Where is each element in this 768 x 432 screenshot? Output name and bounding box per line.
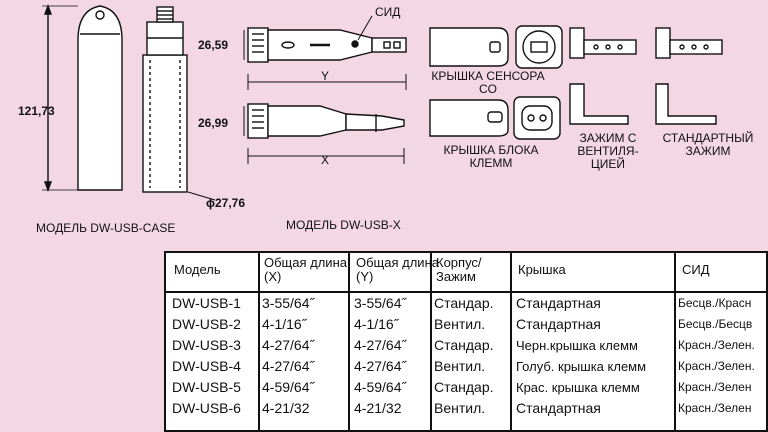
- width-label-top: 26,59: [198, 38, 229, 52]
- cell-cap: Крас. крышка клемм: [516, 380, 640, 395]
- cell-length-x: 4-27/64˝: [262, 358, 315, 374]
- terminal-cap-label: КРЫШКА БЛОКА КЛЕММ: [443, 143, 539, 170]
- cell-model: DW-USB-3: [172, 337, 241, 353]
- dimension-x-label: X: [321, 153, 330, 167]
- col-divider: [348, 253, 350, 430]
- table-row: DW-USB-4 4-27/64˝ 4-27/64˝ Вентил. Голуб…: [166, 357, 768, 376]
- height-label: 121,73: [18, 104, 55, 118]
- terminal-cap-drawing: [429, 96, 561, 140]
- cell-cap: Стандартная: [516, 316, 601, 332]
- cell-led: Красн./Зелен.: [678, 338, 755, 352]
- cell-length-y: 4-27/64˝: [354, 358, 407, 374]
- cell-length-y: 4-21/32: [354, 400, 402, 416]
- height-dimension: [42, 4, 78, 192]
- cell-body: Вентил.: [434, 358, 486, 374]
- cell-model: DW-USB-1: [172, 295, 241, 311]
- cell-body: Вентил.: [434, 316, 486, 332]
- spec-table: Модель Общая длина (X) Общая длина (Y) К…: [164, 251, 768, 432]
- cell-model: DW-USB-2: [172, 316, 241, 332]
- cell-led: Красн./Зелен.: [678, 359, 755, 373]
- cell-model: DW-USB-5: [172, 379, 241, 395]
- col-divider: [430, 253, 432, 430]
- cell-length-y: 3-55/64˝: [354, 295, 407, 311]
- table-row: DW-USB-3 4-27/64˝ 4-27/64˝ Стандар. Черн…: [166, 336, 768, 355]
- sensor-cap-drawing: [429, 25, 563, 69]
- cell-model: DW-USB-6: [172, 400, 241, 416]
- case-side-view: [142, 6, 188, 193]
- logger-top-view: [247, 15, 407, 63]
- valve-clamp-label: ЗАЖИМ С ВЕНТИЛЯ-ЦИЕЙ: [577, 131, 639, 171]
- col-divider: [258, 253, 260, 430]
- cell-length-x: 4-1/16˝: [262, 316, 307, 332]
- table-row: DW-USB-5 4-59/64˝ 4-59/64˝ Стандар. Крас…: [166, 378, 768, 397]
- table-row: DW-USB-1 3-55/64˝ 3-55/64˝ Стандар. Стан…: [166, 294, 768, 313]
- cell-cap: Стандартная: [516, 295, 601, 311]
- standard-clamp-label: СТАНДАРТНЫЙ ЗАЖИМ: [662, 131, 754, 158]
- header-length-y: Общая длина (Y): [356, 255, 439, 284]
- technical-drawing: [42, 4, 723, 201]
- standard-clamp-drawing: [655, 27, 723, 125]
- header-cap: Крышка: [518, 262, 566, 277]
- cell-length-x: 4-21/32: [262, 400, 310, 416]
- cell-cap: Стандартная: [516, 400, 601, 416]
- valve-clamp-drawing: [569, 27, 637, 125]
- case-front-view: [77, 5, 123, 191]
- diameter-label: ϕ27,76: [206, 196, 246, 210]
- table-row: DW-USB-6 4-21/32 4-21/32 Вентил. Стандар…: [166, 399, 768, 418]
- header-divider: [166, 291, 766, 293]
- cell-body: Стандар.: [434, 337, 494, 353]
- cell-length-x: 4-59/64˝: [262, 379, 315, 395]
- cell-led: Красн./Зелен: [678, 380, 752, 394]
- cell-length-y: 4-59/64˝: [354, 379, 407, 395]
- model-x-caption: МОДЕЛЬ DW-USB-X: [286, 218, 401, 232]
- table-row: DW-USB-2 4-1/16˝ 4-1/16˝ Вентил. Стандар…: [166, 315, 768, 334]
- cell-led: Красн./Зелен: [678, 401, 752, 415]
- width-label-bottom: 26,99: [198, 116, 229, 130]
- header-led: СИД: [682, 262, 710, 277]
- cell-led: Бесцв./Красн: [678, 296, 752, 310]
- cell-cap: Голуб. крышка клемм: [516, 359, 647, 374]
- dimension-y-label: Y: [321, 69, 330, 83]
- logger-bottom-view: [247, 103, 405, 139]
- cell-body: Стандар.: [434, 295, 494, 311]
- header-length-x: Общая длина (X): [264, 255, 347, 284]
- header-body-clamp: Корпус/ Зажим: [436, 255, 482, 284]
- cell-cap: Черн.крышка клемм: [516, 338, 638, 353]
- cell-length-x: 4-27/64˝: [262, 337, 315, 353]
- sensor-cap-label: КРЫШКА СЕНСОРА CO: [431, 69, 545, 96]
- cell-length-y: 4-1/16˝: [354, 316, 399, 332]
- model-case-caption: МОДЕЛЬ DW-USB-CASE: [36, 221, 176, 235]
- cell-length-x: 3-55/64˝: [262, 295, 315, 311]
- cell-body: Стандар.: [434, 379, 494, 395]
- cell-led: Бесцв./Бесцв: [678, 317, 753, 331]
- col-divider: [510, 253, 512, 430]
- cell-body: Вентил.: [434, 400, 486, 416]
- led-label: СИД: [375, 5, 401, 19]
- col-divider: [674, 253, 676, 430]
- cell-length-y: 4-27/64˝: [354, 337, 407, 353]
- cell-model: DW-USB-4: [172, 358, 241, 374]
- header-model: Модель: [174, 262, 221, 277]
